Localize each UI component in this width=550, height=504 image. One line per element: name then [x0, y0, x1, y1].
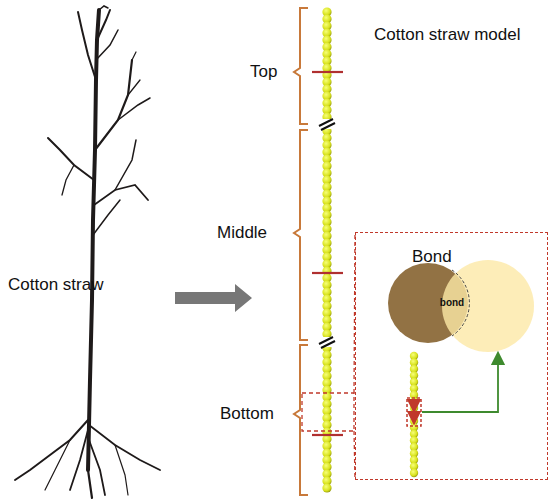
cotton-plant — [15, 6, 160, 498]
transform-arrow — [175, 284, 252, 312]
model-label: Cotton straw model — [374, 26, 520, 45]
bond-arrow — [413, 406, 416, 418]
particle — [322, 483, 331, 492]
particle — [410, 469, 418, 477]
section-tick — [312, 72, 343, 435]
plant-label: Cotton straw — [8, 276, 103, 295]
section-label: Top — [250, 63, 277, 82]
particle-chain — [410, 352, 418, 477]
zoom-leader — [302, 232, 355, 480]
bond-label: bond — [440, 297, 464, 308]
inset-title: Bond — [412, 247, 452, 267]
break-mark — [318, 119, 336, 348]
bond-highlight — [407, 398, 421, 426]
section-label: Middle — [217, 224, 267, 243]
bond-spheres — [388, 260, 534, 352]
zoom-arrow — [422, 358, 498, 412]
particle-chain — [322, 7, 331, 492]
zoom-inset: Bond — [355, 232, 548, 480]
section-brace — [294, 8, 308, 495]
section-label: Bottom — [220, 405, 274, 424]
